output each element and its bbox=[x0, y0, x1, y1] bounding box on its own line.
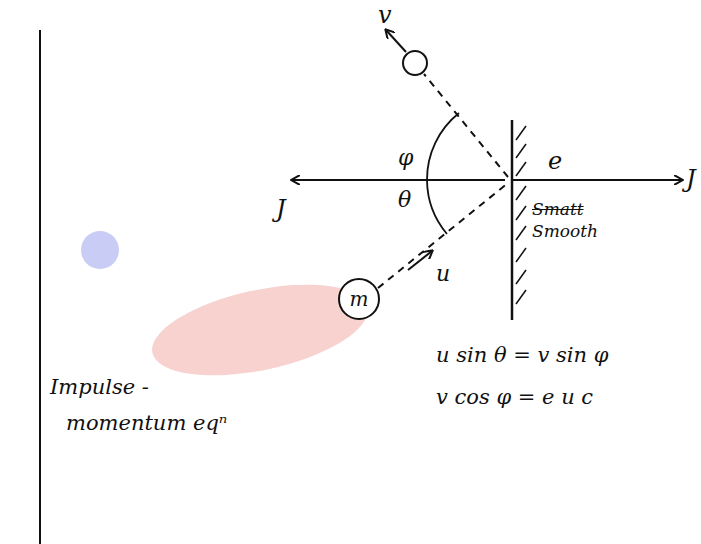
velocity-arrow bbox=[408, 251, 432, 270]
watermark-dot bbox=[81, 231, 119, 269]
velocity-arrow bbox=[386, 30, 406, 52]
angle-arc bbox=[427, 113, 459, 180]
angle-label: φ bbox=[398, 146, 413, 170]
impulse-arrow bbox=[292, 179, 505, 181]
margin-line bbox=[39, 30, 41, 544]
outgoing-path bbox=[424, 74, 508, 177]
angle-label: θ bbox=[398, 188, 411, 212]
note: Impulse - bbox=[50, 376, 149, 399]
impulse-label: J bbox=[276, 196, 286, 222]
restitution-label: e bbox=[548, 148, 562, 174]
velocity-label: v bbox=[378, 2, 392, 28]
wall bbox=[511, 120, 514, 320]
note: momentum eqⁿ bbox=[66, 412, 227, 435]
impulse-arrow bbox=[512, 179, 682, 181]
surface-note: Smooth bbox=[532, 222, 598, 241]
wall-hatching bbox=[516, 126, 526, 304]
ball-after bbox=[403, 51, 427, 75]
incoming-path bbox=[378, 183, 508, 288]
velocity-label: u bbox=[436, 262, 450, 286]
ball-circle: m bbox=[338, 278, 380, 320]
equation: u sin θ = v sin φ bbox=[436, 344, 608, 367]
surface-note: Smatt bbox=[532, 200, 584, 219]
angle-arc bbox=[427, 180, 447, 234]
impulse-label: J bbox=[686, 166, 696, 192]
equation: v cos φ = e u c bbox=[436, 386, 593, 409]
node-text: m bbox=[350, 287, 369, 311]
